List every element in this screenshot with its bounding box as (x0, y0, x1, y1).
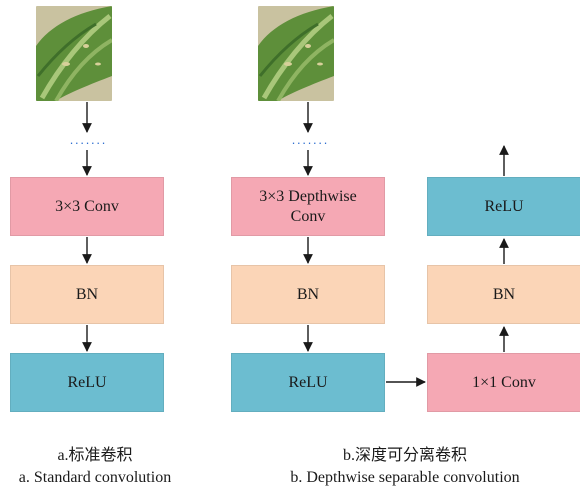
bn-label-b2: BN (492, 285, 516, 303)
relu-label-b2: ReLU (484, 197, 524, 215)
ellipsis-dots-a: ······· (69, 134, 107, 150)
relu-label-a: ReLU (67, 373, 107, 391)
conv-3x3-label: 3×3 Conv (55, 197, 119, 215)
bn-box-b2: BN (427, 265, 580, 324)
pointwise-conv-box: 1×1 Conv (427, 353, 580, 412)
bn-box-a: BN (10, 265, 164, 324)
leaf-input-image-b (258, 6, 334, 101)
relu-box-b2: ReLU (427, 177, 580, 236)
bn-label-a: BN (75, 285, 99, 303)
bn-label-b1: BN (296, 285, 320, 303)
conv-3x3-box: 3×3 Conv (10, 177, 164, 236)
relu-label-b1: ReLU (288, 373, 328, 391)
pointwise-conv-label: 1×1 Conv (472, 373, 536, 391)
caption-b-cn: b.深度可分离卷积 (342, 447, 467, 464)
caption-a-cn: a.标准卷积 (57, 447, 133, 464)
depthwise-conv-box: 3×3 Depthwise Conv (231, 177, 385, 236)
relu-box-b1: ReLU (231, 353, 385, 412)
leaf-input-image-a (36, 6, 112, 101)
caption-b-en: b. Depthwise separable convolution (290, 469, 520, 486)
depthwise-conv-label-line2: Conv (290, 207, 326, 225)
depthwise-conv-label-line1: 3×3 Depthwise (259, 187, 357, 205)
bn-box-b1: BN (231, 265, 385, 324)
relu-box-a: ReLU (10, 353, 164, 412)
caption-a-en: a. Standard convolution (18, 469, 172, 486)
ellipsis-dots-b: ······· (291, 134, 329, 150)
